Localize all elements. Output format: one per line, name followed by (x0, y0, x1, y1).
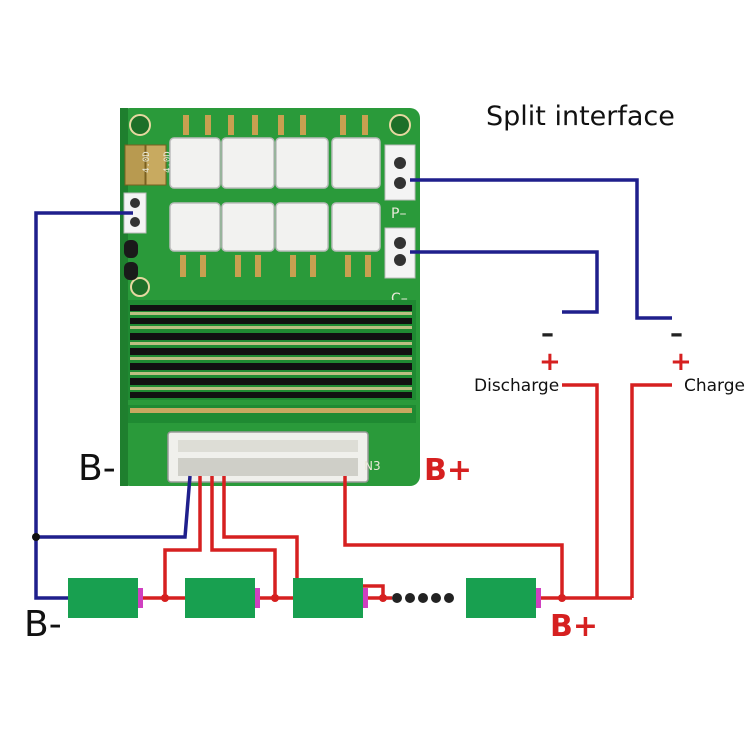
bms-pcb-board: 4.0D 4.0D P– C– (120, 108, 420, 486)
battery-cell (185, 578, 255, 618)
balance-wire-3 (222, 476, 385, 598)
connector-id-label: N3 (364, 459, 381, 473)
capacitor-label: 4.0D (142, 151, 152, 173)
pcb-left-edge (120, 108, 128, 486)
pack-b-plus-label: B+ (550, 609, 598, 644)
terminal-screw (130, 198, 140, 208)
charge-minus-wire (410, 178, 672, 320)
balance-wire-1 (163, 476, 202, 598)
discharge-plus-sign: + (539, 347, 561, 377)
terminal-screw (394, 237, 406, 249)
charge-minus-sign: – (670, 319, 683, 349)
charge-plus-sign: + (670, 347, 692, 377)
mosfet-module (221, 202, 275, 252)
mosfet-module (169, 202, 221, 252)
balance-wire-2 (210, 476, 277, 598)
pcb-label-p-minus: P– (391, 206, 406, 222)
balance-connector (167, 431, 369, 483)
charge-plus-wire (630, 383, 672, 598)
mosfet-module (221, 137, 275, 189)
mosfet-module (275, 202, 329, 252)
pack-b-minus-label: B- (24, 604, 62, 645)
diagram-title: Split interface (486, 101, 675, 132)
electrolytic-capacitor (145, 144, 167, 186)
discharge-label: Discharge (474, 376, 559, 396)
discharge-minus-sign: – (541, 319, 554, 349)
mounting-hole (389, 114, 411, 136)
mosfet-tabs-bottom (180, 255, 371, 277)
mounting-hole (130, 277, 150, 297)
red-junctions (161, 594, 566, 602)
blue-wires (34, 178, 672, 600)
terminal-screw (130, 217, 140, 227)
balance-b-plus-wire (343, 476, 564, 598)
smd-component-rows (128, 300, 416, 423)
transistor (124, 262, 138, 280)
cell-terminal (138, 588, 143, 608)
mosfet-module (331, 202, 381, 252)
terminal-screw (394, 254, 406, 266)
transistor (124, 240, 138, 258)
cell-terminal (536, 588, 541, 608)
cell-terminal (255, 588, 260, 608)
battery-cell (68, 578, 138, 618)
battery-cell (466, 578, 536, 618)
terminal-screw (394, 177, 406, 189)
series-continuation-dots (392, 593, 454, 603)
capacitor-label: 4.0D (163, 151, 173, 173)
mounting-hole (129, 114, 151, 136)
battery-cells (68, 578, 541, 618)
balance-b-minus-wire (36, 475, 192, 539)
terminal-block-c-minus (384, 144, 416, 201)
mosfet-module (169, 137, 221, 189)
terminal-screw (394, 157, 406, 169)
discharge-minus-wire (410, 250, 599, 314)
mosfet-modules (169, 137, 381, 252)
battery-cell (293, 578, 363, 618)
b-minus-wire (34, 211, 133, 600)
electrolytic-capacitor (124, 144, 146, 186)
discharge-plus-wire (562, 383, 599, 598)
board-b-minus-label: B- (78, 448, 116, 489)
red-wires (142, 383, 672, 600)
mosfet-module (275, 137, 329, 189)
mosfet-module (331, 137, 381, 189)
charge-label: Charge (684, 376, 745, 396)
wire-junction (32, 533, 40, 541)
board-b-plus-label: B+ (424, 453, 472, 488)
mosfet-tabs-top (183, 115, 368, 135)
cell-terminal (363, 588, 368, 608)
